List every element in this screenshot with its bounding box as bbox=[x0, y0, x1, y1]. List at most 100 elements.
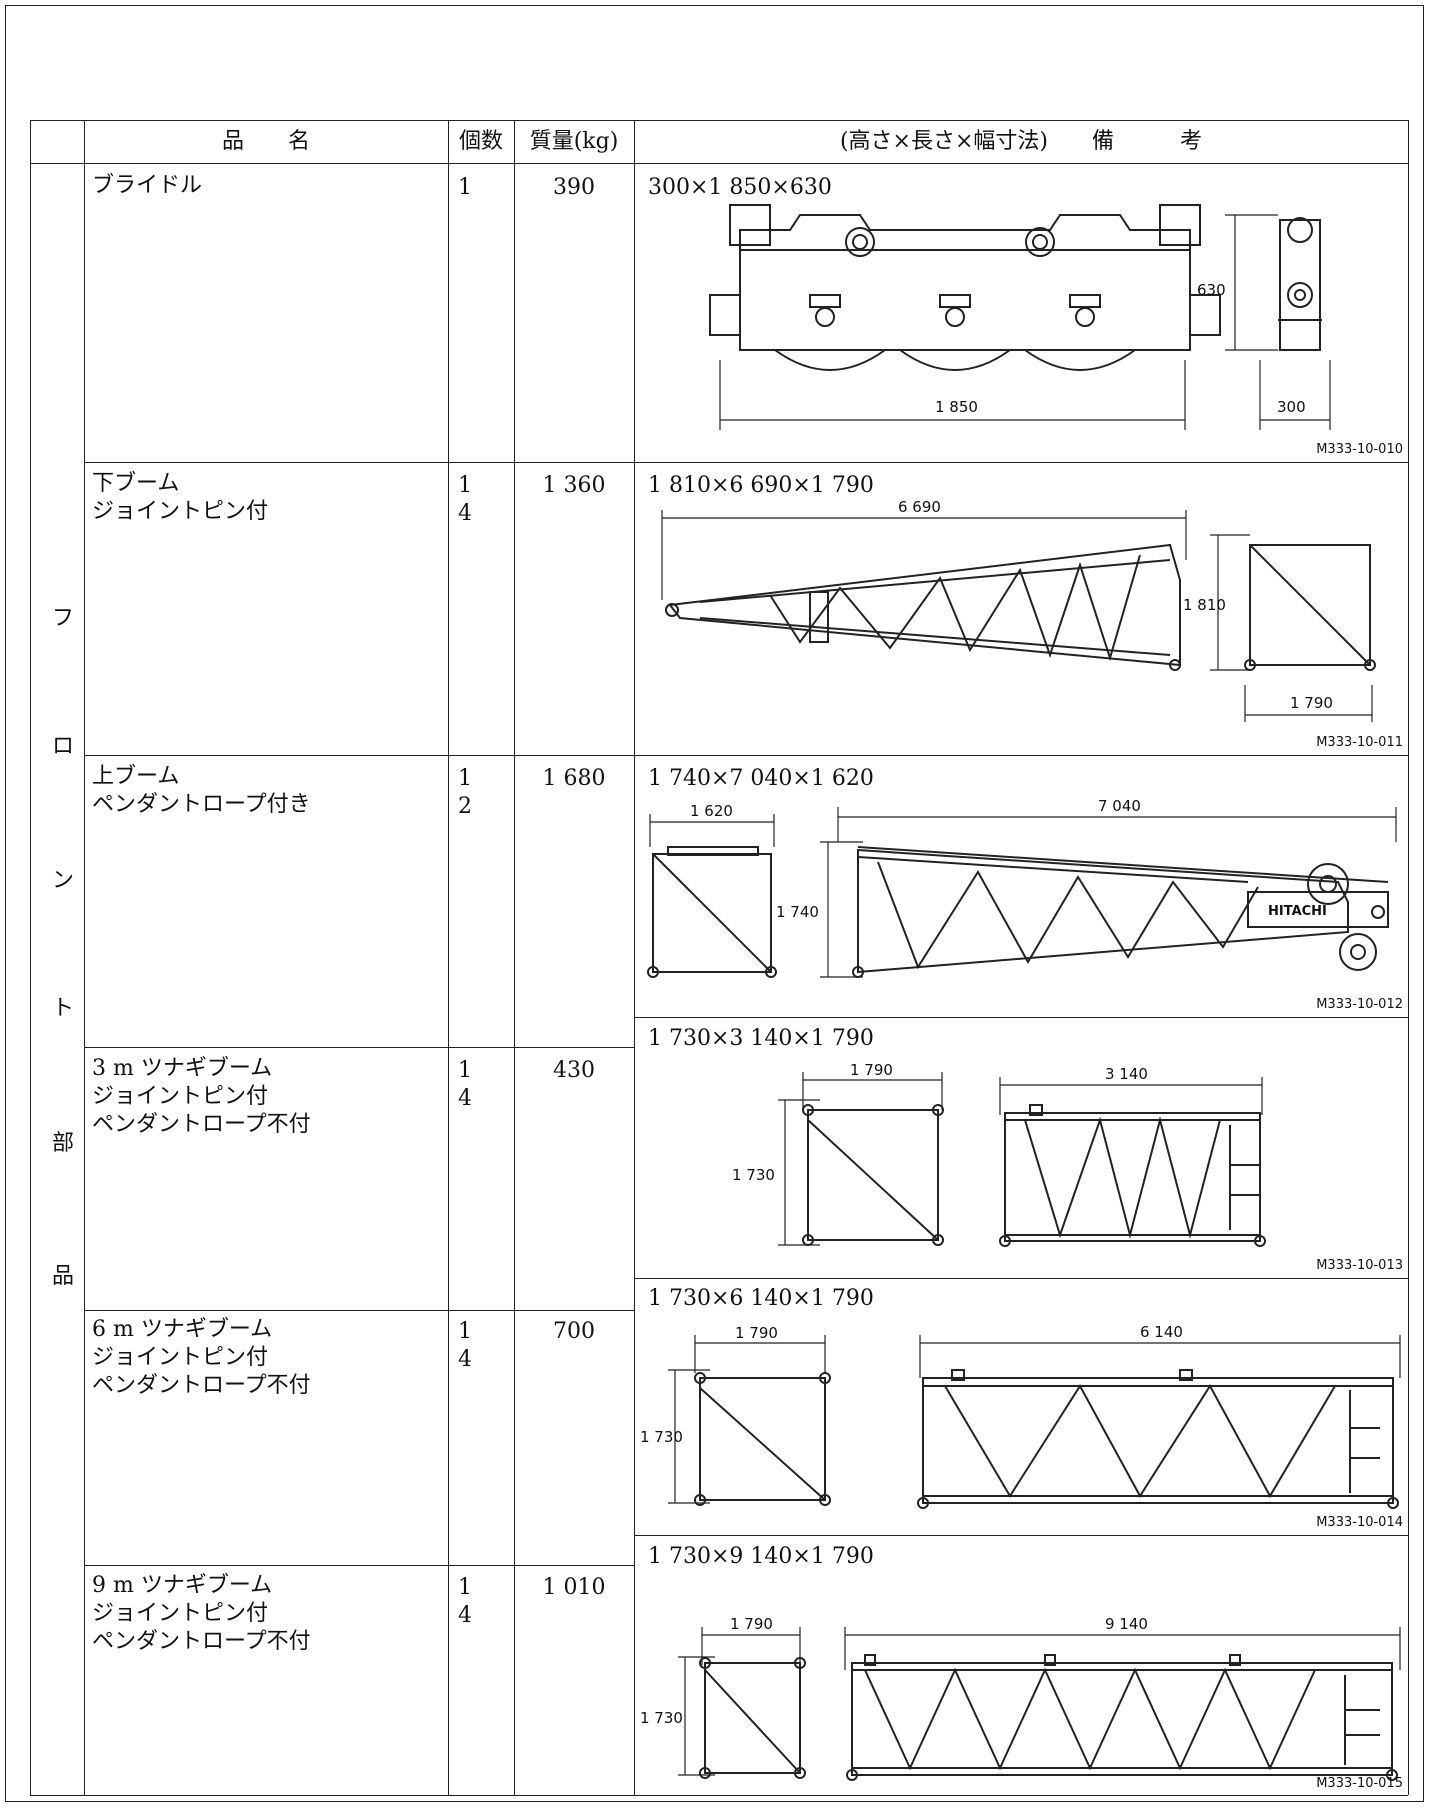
table-top-rule bbox=[30, 120, 1408, 121]
row-rule bbox=[84, 1565, 634, 1566]
dim-length-label: 6 140 bbox=[1140, 1323, 1183, 1341]
item-dimensions: 1 730×6 140×1 790 bbox=[648, 1286, 874, 1311]
row-rule bbox=[84, 1047, 634, 1048]
drawing-code: M333-10-013 bbox=[1316, 1258, 1403, 1273]
drawing-code: M333-10-014 bbox=[1316, 1515, 1403, 1530]
category-char: 部 bbox=[52, 1131, 75, 1156]
category-char: ロ bbox=[52, 734, 75, 759]
hitachi-logo-text: HITACHI bbox=[1268, 904, 1327, 919]
header-name: 品 名 bbox=[221, 129, 310, 154]
dim-width-label: 1 790 bbox=[1290, 694, 1333, 712]
dim-height-label: 1 730 bbox=[640, 1709, 683, 1727]
remarks-rule bbox=[634, 1278, 1408, 1279]
header-bottom-rule bbox=[30, 163, 1408, 164]
item-name-line: ブライドル bbox=[92, 173, 203, 198]
item-mass: 1 010 bbox=[542, 1575, 606, 1600]
item-qty-line: 4 bbox=[458, 1603, 472, 1628]
item-qty: 1 4 bbox=[458, 1057, 472, 1113]
boom-3m-drawing: 1 790 1 730 3 140 bbox=[732, 1061, 1266, 1247]
boom-6m-drawing: 1 790 1 730 6 140 bbox=[640, 1323, 1401, 1509]
category-char: 品 bbox=[52, 1264, 75, 1289]
item-name-line: ジョイントピン付 bbox=[92, 1084, 269, 1109]
dim-width-label: 1 790 bbox=[730, 1615, 773, 1633]
header-qty: 個数 bbox=[458, 129, 503, 154]
item-name-line: ジョイントピン付 bbox=[92, 499, 269, 524]
item-dimensions: 1 730×9 140×1 790 bbox=[648, 1544, 874, 1569]
dim-height-label: 1 740 bbox=[776, 903, 819, 921]
drawing-code: M333-10-015 bbox=[1316, 1776, 1403, 1791]
dim-length-label: 3 140 bbox=[1105, 1065, 1148, 1083]
category-char: フ bbox=[52, 606, 75, 631]
dim-width-label: 1 620 bbox=[690, 802, 733, 820]
remarks-rule bbox=[634, 1535, 1408, 1536]
dim-width-label: 1 790 bbox=[850, 1061, 893, 1079]
dim-width-label: 300 bbox=[1277, 398, 1306, 416]
item-qty-line: 1 bbox=[458, 766, 472, 791]
dim-height-label: 630 bbox=[1197, 281, 1226, 299]
item-name: 9 m ツナギブーム ジョイントピン付 ペンダントロープ不付 bbox=[92, 1572, 311, 1656]
dim-length-label: 9 140 bbox=[1105, 1615, 1148, 1633]
item-dimensions: 300×1 850×630 bbox=[648, 175, 832, 200]
row-rule bbox=[84, 1310, 634, 1311]
item-name-line: ペンダントロープ不付 bbox=[92, 1373, 311, 1398]
item-name: 6 m ツナギブーム ジョイントピン付 ペンダントロープ不付 bbox=[92, 1316, 311, 1400]
item-name: ブライドル bbox=[92, 172, 202, 200]
drawing-code: M333-10-012 bbox=[1316, 997, 1403, 1012]
item-mass: 700 bbox=[553, 1319, 595, 1344]
mass-col-rule bbox=[634, 120, 635, 1795]
table-left-rule bbox=[30, 120, 31, 1795]
item-name: 上ブーム ペンダントロープ付き bbox=[92, 763, 311, 819]
item-qty-line: 1 bbox=[458, 175, 472, 200]
item-qty: 1 2 bbox=[458, 765, 472, 821]
dim-height-label: 1 730 bbox=[640, 1428, 683, 1446]
item-name: 下ブーム ジョイントピン付 bbox=[92, 470, 268, 526]
drawing-code: M333-10-010 bbox=[1316, 442, 1403, 457]
header-mass: 質量(kg) bbox=[529, 129, 619, 154]
boom-9m-drawing: 1 790 1 730 9 140 bbox=[640, 1615, 1401, 1781]
item-name: 3 m ツナギブーム ジョイントピン付 ペンダントロープ不付 bbox=[92, 1055, 311, 1139]
item-name-line: 3 m ツナギブーム bbox=[92, 1056, 273, 1081]
name-col-rule bbox=[448, 120, 449, 1795]
item-name-line: 下ブーム bbox=[92, 471, 180, 496]
bridle-drawing: 1 850 630 300 bbox=[709, 204, 1331, 430]
dim-height-label: 1 730 bbox=[732, 1166, 775, 1184]
table-right-rule bbox=[1408, 120, 1409, 1795]
item-name-line: ペンダントロープ不付 bbox=[92, 1629, 311, 1654]
item-qty-line: 1 bbox=[458, 473, 472, 498]
item-mass: 1 680 bbox=[542, 766, 606, 791]
page-frame bbox=[5, 5, 1424, 1802]
item-name-line: ジョイントピン付 bbox=[92, 1345, 269, 1370]
item-name-line: ペンダントロープ不付 bbox=[92, 1112, 311, 1137]
category-col-rule bbox=[84, 120, 85, 1795]
item-qty: 1 bbox=[458, 174, 472, 202]
item-name-line: ペンダントロープ付き bbox=[92, 792, 311, 817]
item-name-line: 6 m ツナギブーム bbox=[92, 1317, 273, 1342]
category-char: ン bbox=[52, 868, 75, 893]
item-dimensions: 1 740×7 040×1 620 bbox=[648, 766, 874, 791]
item-mass: 390 bbox=[553, 175, 595, 200]
item-qty: 1 4 bbox=[458, 1318, 472, 1374]
dim-width-label: 1 790 bbox=[735, 1324, 778, 1342]
item-qty: 1 4 bbox=[458, 472, 472, 528]
table-bottom-rule bbox=[30, 1795, 1408, 1796]
row-rule bbox=[84, 755, 1408, 756]
item-qty-line: 1 bbox=[458, 1058, 472, 1083]
item-mass: 430 bbox=[553, 1058, 595, 1083]
item-qty-line: 4 bbox=[458, 1347, 472, 1372]
remarks-rule bbox=[634, 1017, 1408, 1018]
dim-height-label: 1 810 bbox=[1183, 596, 1226, 614]
item-qty-line: 2 bbox=[458, 794, 472, 819]
item-dimensions: 1 730×3 140×1 790 bbox=[648, 1026, 874, 1051]
item-qty: 1 4 bbox=[458, 1574, 472, 1630]
item-name-line: ジョイントピン付 bbox=[92, 1601, 269, 1626]
item-name-line: 上ブーム bbox=[92, 764, 180, 789]
drawing-code: M333-10-011 bbox=[1316, 735, 1403, 750]
item-qty-line: 4 bbox=[458, 501, 472, 526]
item-qty-line: 4 bbox=[458, 1086, 472, 1111]
lower-boom-drawing: 6 690 1 810 1 790 bbox=[661, 498, 1376, 722]
item-mass: 1 360 bbox=[542, 473, 606, 498]
header-remarks: (高さ×長さ×幅寸法) 備 考 bbox=[839, 129, 1203, 154]
item-dimensions: 1 810×6 690×1 790 bbox=[648, 473, 874, 498]
row-rule bbox=[84, 462, 1408, 463]
item-name-line: 9 m ツナギブーム bbox=[92, 1573, 273, 1598]
